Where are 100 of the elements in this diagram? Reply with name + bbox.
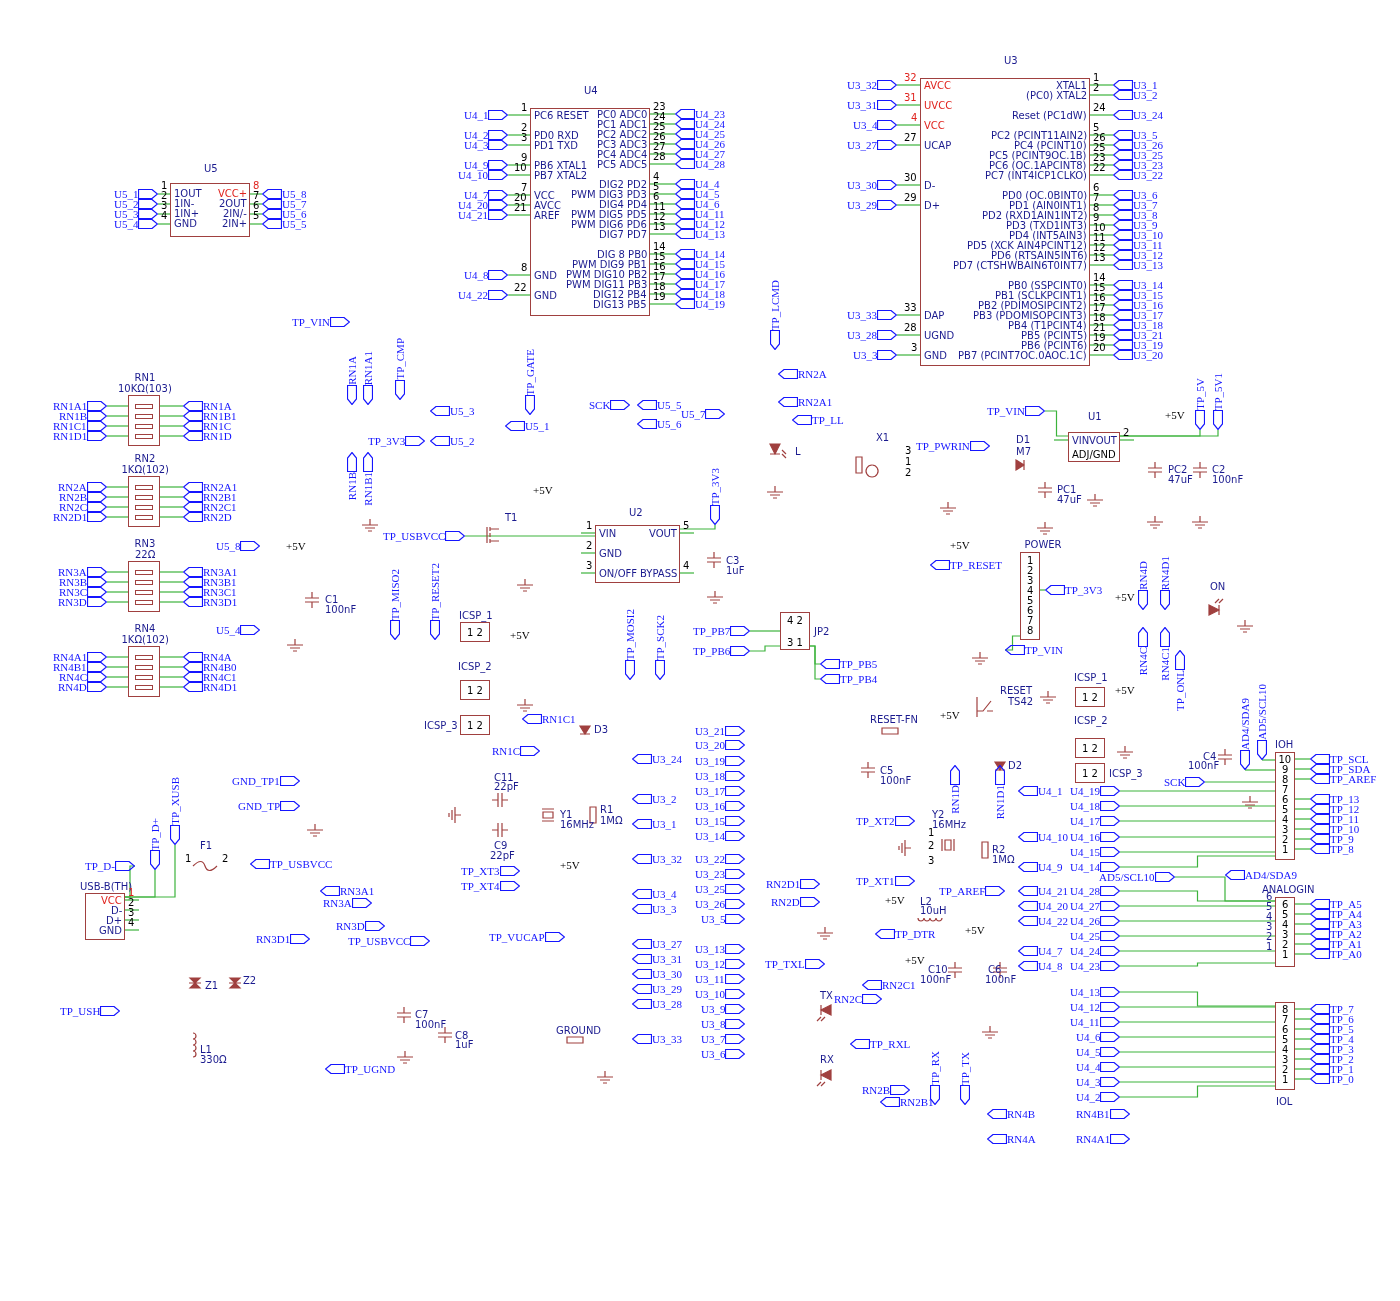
wire: [1089, 354, 1114, 356]
pin-name: GND: [534, 270, 557, 282]
power-label: +5V: [286, 540, 306, 552]
pin-number: 4: [683, 560, 690, 572]
component-label: C5: [880, 765, 894, 776]
wire: [1089, 264, 1114, 266]
pin-name: PD7 (CTSHWBAIN6T0INT7): [953, 260, 1087, 272]
pin-name: 3: [1027, 575, 1034, 586]
net-label: TP_LCMD: [769, 280, 781, 331]
wire: [1119, 935, 1276, 937]
wire: [1119, 962, 1276, 967]
net-label: RN1A: [346, 356, 358, 385]
net-label: RN2A1: [203, 481, 238, 493]
net-label: U4_4: [695, 178, 720, 190]
wire: [1119, 1036, 1276, 1038]
net-label: U3_27: [847, 139, 877, 151]
net-label: TP_RESET2: [429, 563, 441, 621]
wire: [106, 666, 129, 668]
net-label: U3_7: [1133, 199, 1158, 211]
wire: [649, 193, 676, 195]
pin-name: 2IN+: [222, 218, 248, 230]
wire: [649, 113, 676, 115]
pin-number: 5: [683, 520, 690, 532]
wire: [1119, 890, 1276, 902]
net-label: U4_10: [1038, 831, 1068, 843]
net-label: U3_20: [1133, 349, 1163, 361]
part-label: U1: [1088, 411, 1102, 423]
power-label: +5V: [560, 859, 580, 871]
wire: [1294, 1018, 1311, 1020]
net-label: U4_25: [695, 128, 725, 140]
pin-number: 4: [128, 917, 135, 929]
pin-number: 3: [928, 855, 935, 867]
net-label: RN4D1: [203, 681, 238, 693]
wire: [1089, 94, 1114, 96]
net-label: U4_15: [1070, 846, 1100, 858]
pin-name: 1: [1282, 949, 1289, 961]
wire: [1294, 903, 1311, 905]
pin-number: 31: [904, 92, 917, 104]
component-label: 100nF: [325, 604, 357, 616]
pin-number: 27: [653, 141, 666, 152]
wire: [1119, 950, 1276, 952]
pin-name: 2: [1282, 1064, 1289, 1075]
pin-name: 1 2: [1082, 768, 1098, 780]
pin-name: 1 2: [1082, 692, 1098, 704]
wire: [896, 354, 921, 356]
pin-name: PB5 (PCINT5): [1021, 330, 1088, 342]
pin-name: GND: [599, 548, 622, 560]
wire: [1294, 943, 1311, 945]
pin-name: UVCC: [924, 100, 953, 112]
pin-name: PD0 (OC.0BINT0): [1002, 190, 1088, 202]
wire: [507, 294, 531, 296]
net-label: U4_1: [464, 109, 489, 121]
net-label: U3_25: [695, 883, 725, 895]
power-label: +5V: [533, 484, 553, 496]
wire: [649, 293, 676, 295]
net-label: U5_1: [114, 188, 139, 200]
wire: [679, 524, 716, 530]
pin-name: PC6 (OC.1APCINT8): [989, 160, 1087, 172]
component-label: TX: [820, 990, 833, 1002]
component-label: RESET: [1000, 685, 1033, 697]
wire: [507, 144, 531, 146]
net-label: U3_24: [652, 753, 682, 765]
part-label: RN3: [134, 538, 156, 550]
wire: [507, 164, 531, 166]
wire: [507, 174, 531, 176]
net-label: TP_PB6: [693, 645, 731, 657]
net-label: RN3B: [59, 576, 88, 588]
pin-name: 3: [1282, 1054, 1289, 1065]
component-label: C6: [988, 964, 1002, 975]
wire: [1089, 244, 1114, 246]
component-label: D3: [594, 724, 609, 736]
pin-number: 10: [514, 162, 527, 174]
pin-number: 27: [904, 132, 917, 144]
pin-name: 1 2: [467, 627, 483, 639]
wire: [1294, 1058, 1311, 1060]
net-label: U4_20: [458, 199, 488, 211]
net-label: U4_9: [464, 159, 489, 171]
component-label: C2: [1212, 464, 1226, 475]
net-label: U3_28: [652, 998, 682, 1010]
pin-number: 25: [653, 121, 666, 132]
power-label: +5V: [1115, 684, 1135, 696]
net-label: AD5/SCL10: [1099, 871, 1155, 883]
pin-name: AVCC: [534, 200, 561, 211]
net-label: U4_6: [1076, 1031, 1101, 1043]
wire: [1039, 589, 1046, 591]
pin-number: 7: [253, 190, 260, 201]
wire: [1089, 334, 1114, 336]
pin-number: 14: [1093, 272, 1106, 283]
pin-name: VCC: [924, 120, 945, 132]
pin-name: PC3 ADC3: [597, 139, 648, 150]
wire: [896, 204, 921, 206]
wire: [749, 630, 781, 632]
wire: [159, 415, 184, 417]
pin-name: PWM DIG3 PD3: [571, 189, 647, 200]
wire: [106, 425, 129, 427]
net-label: AD4/SDA9: [1245, 869, 1297, 881]
part-label: ICSP_1: [1074, 672, 1108, 684]
power-label: +5V: [950, 539, 970, 551]
pin-name: 7: [1282, 1014, 1289, 1025]
pin-name: 1 2: [467, 720, 483, 732]
